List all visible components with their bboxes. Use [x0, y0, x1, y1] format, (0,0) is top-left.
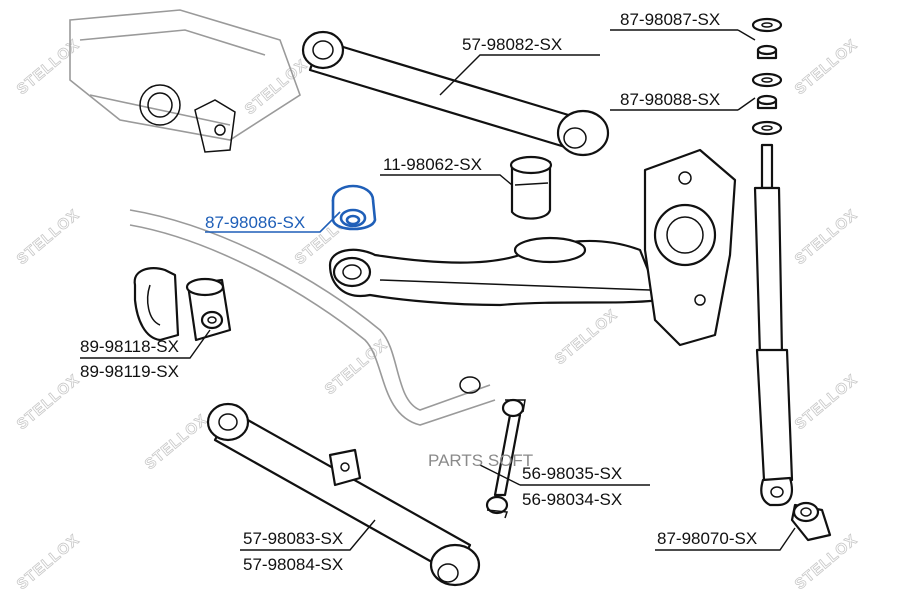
- parts-soft-watermark: PARTS SOFT: [428, 451, 533, 470]
- upper-arm-icon: [301, 30, 610, 157]
- label-87-98088[interactable]: 87-98088-SX: [620, 90, 720, 109]
- watermark-right-4: STELLOX: [792, 531, 861, 593]
- shock-washers-icon: [751, 17, 783, 136]
- trailing-arm-icon: [206, 402, 481, 587]
- label-57-98084[interactable]: 57-98084-SX: [243, 555, 343, 574]
- leader-lines: [80, 29, 796, 551]
- label-87-98086[interactable]: 87-98086-SX: [205, 213, 305, 232]
- label-57-98083[interactable]: 57-98083-SX: [243, 529, 343, 548]
- label-56-98035[interactable]: 56-98035-SX: [522, 464, 622, 483]
- watermark-left-3: STELLOX: [14, 371, 83, 433]
- watermark-mid-4: STELLOX: [142, 411, 211, 473]
- watermark-right-2: STELLOX: [792, 206, 861, 268]
- shock-bushing-icon: [790, 501, 832, 542]
- watermark-mid-1: STELLOX: [242, 56, 311, 118]
- watermark-left-1: STELLOX: [14, 36, 83, 98]
- highlighted-mount-icon[interactable]: [331, 184, 377, 231]
- watermark-left-4: STELLOX: [14, 531, 83, 593]
- lower-control-arm-icon: [328, 236, 662, 307]
- label-87-98070[interactable]: 87-98070-SX: [657, 529, 757, 548]
- bushing-icon: [509, 155, 553, 220]
- label-11-98062[interactable]: 11-98062-SX: [383, 155, 482, 174]
- label-57-98082[interactable]: 57-98082-SX: [462, 35, 562, 54]
- label-87-98087[interactable]: 87-98087-SX: [620, 10, 720, 29]
- stabilizer-bushing-icon: [133, 267, 232, 342]
- label-89-98118[interactable]: 89-98118-SX: [80, 337, 179, 356]
- body-frame-icon: [69, 9, 301, 153]
- watermark-mid-3: STELLOX: [322, 336, 391, 398]
- watermark-right-3: STELLOX: [792, 371, 861, 433]
- stabilizer-bar-icon: [129, 209, 496, 426]
- watermark-center-1: STELLOX: [552, 306, 621, 368]
- watermark-left-2: STELLOX: [14, 206, 83, 268]
- label-56-98034[interactable]: 56-98034-SX: [522, 490, 622, 509]
- part-labels: 57-98082-SX 87-98087-SX 87-98088-SX 11-9…: [80, 10, 757, 574]
- shock-absorber-icon: [753, 143, 794, 507]
- watermark-right-1: STELLOX: [792, 36, 861, 98]
- label-89-98119[interactable]: 89-98119-SX: [80, 362, 179, 381]
- wheel-knuckle-icon: [643, 148, 737, 347]
